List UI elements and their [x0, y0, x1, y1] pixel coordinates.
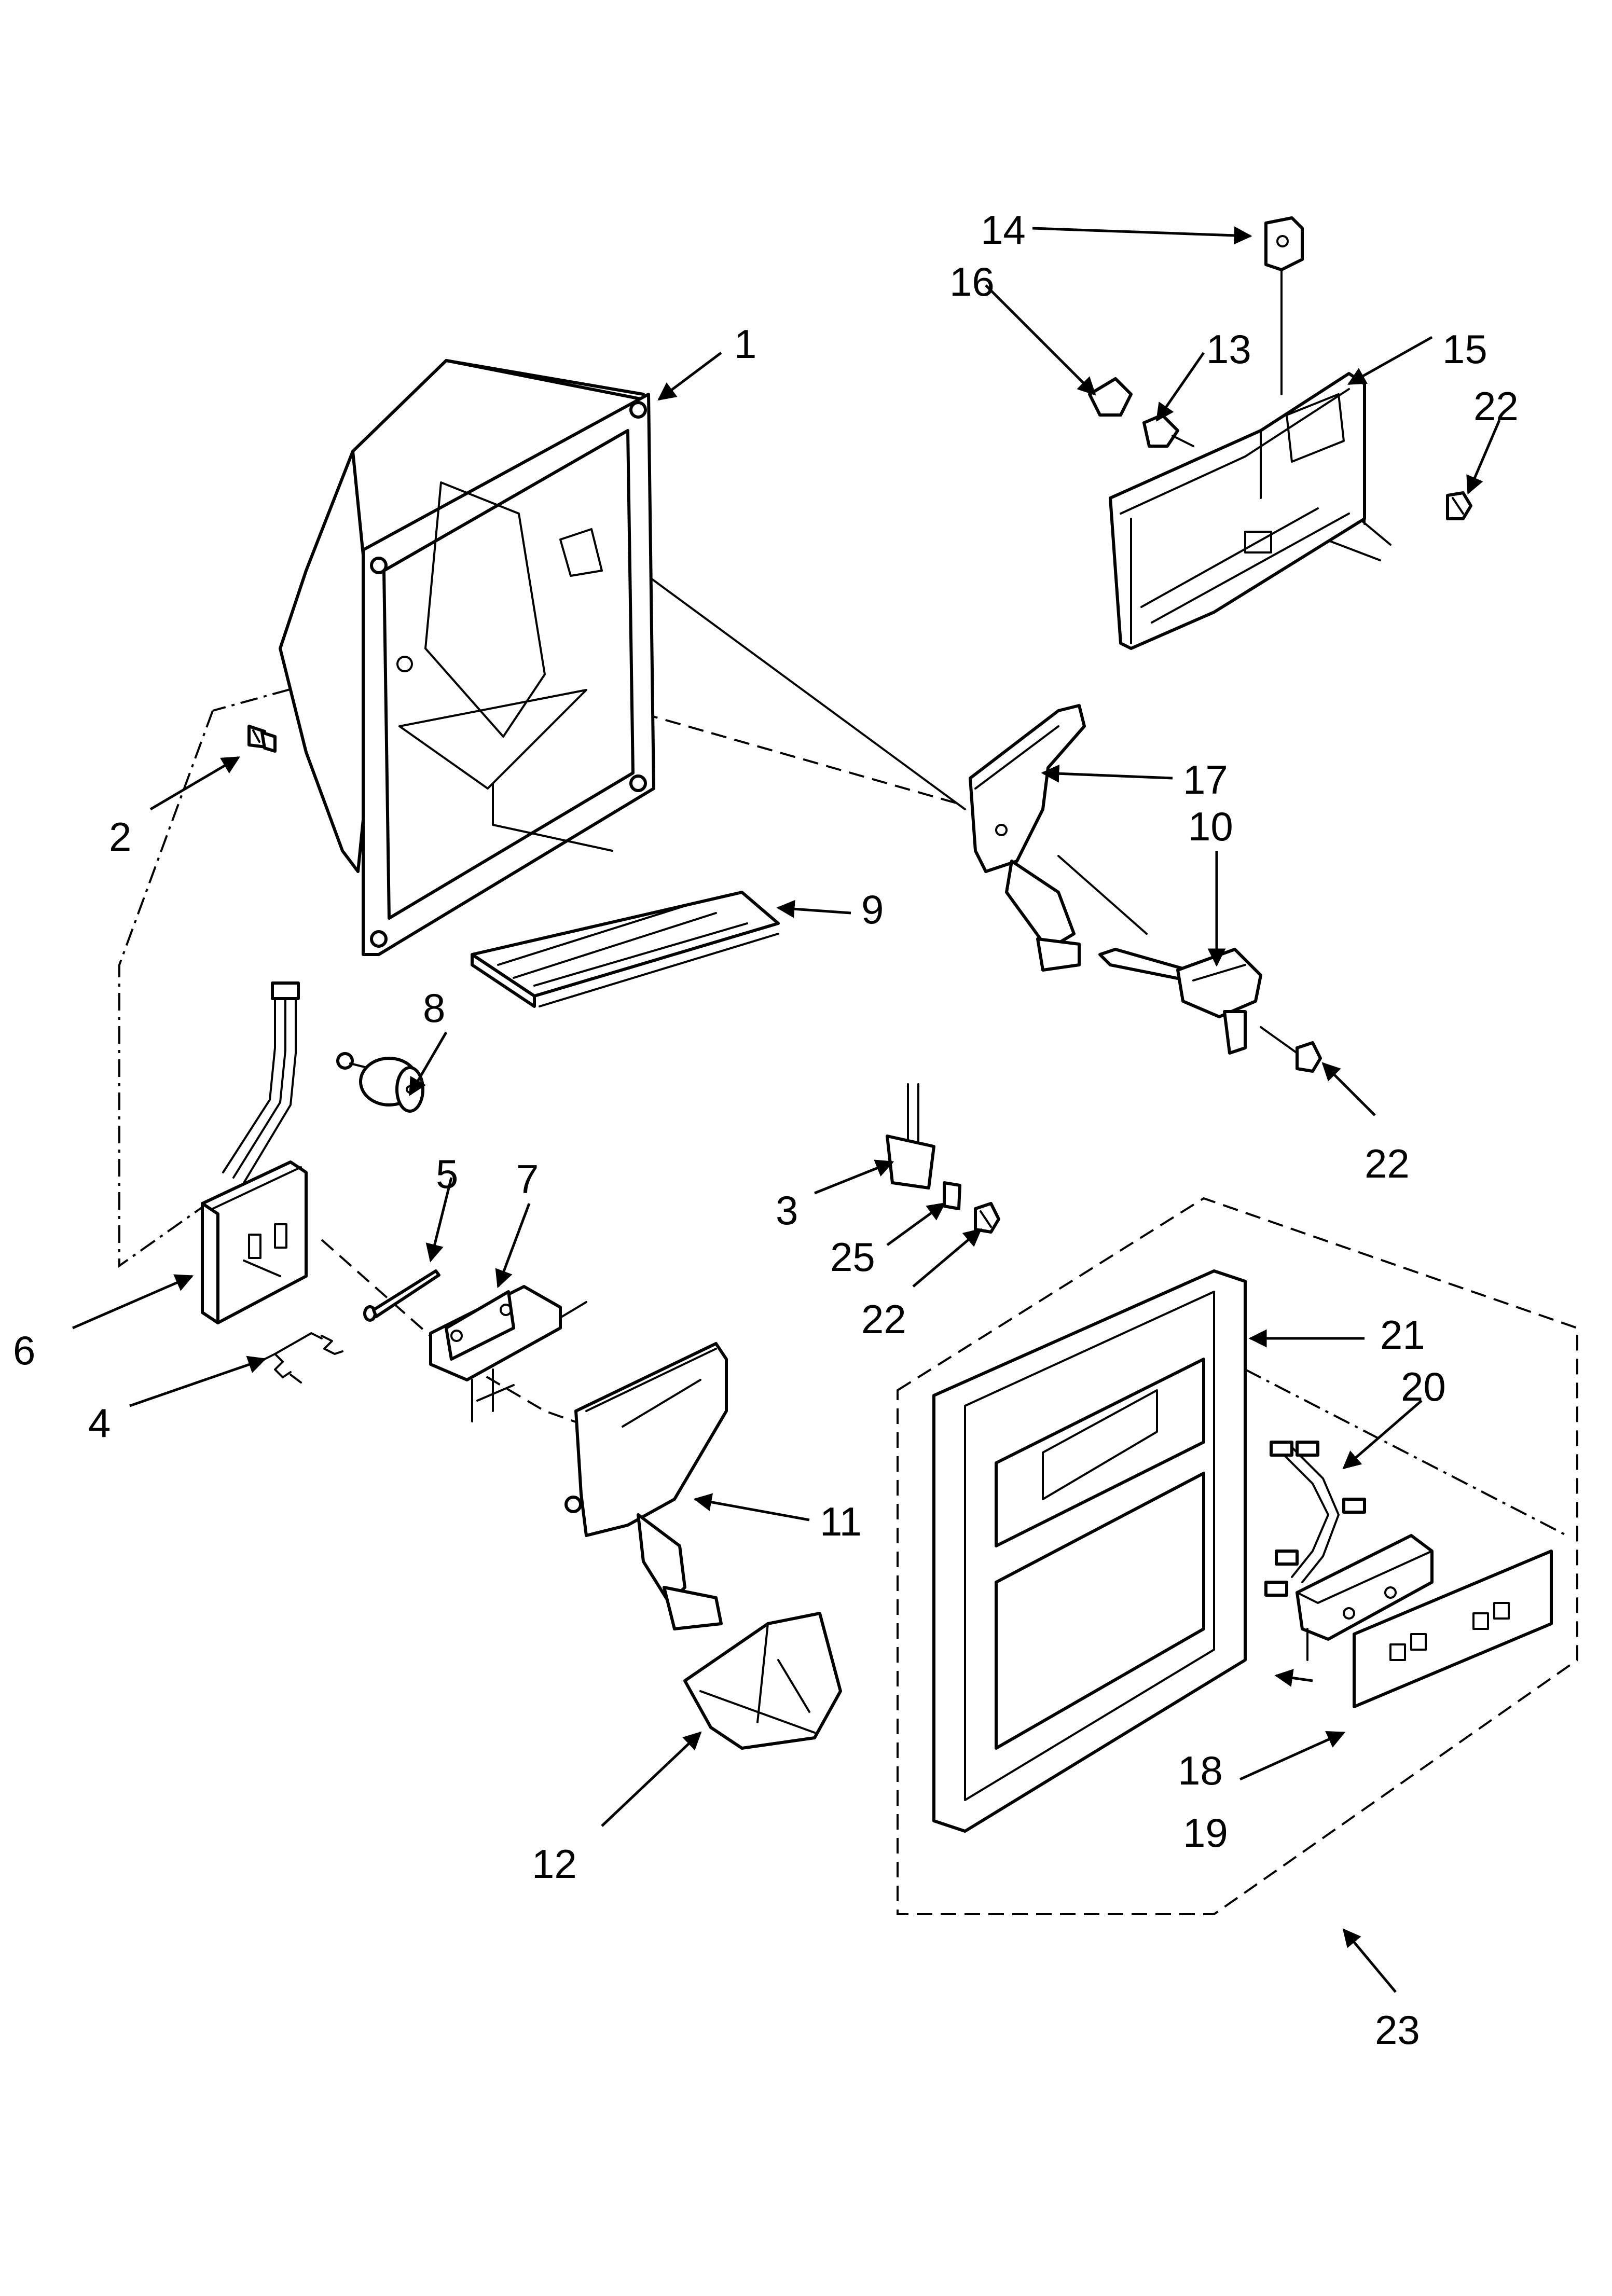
dispenser-trim-panel-part-21: [932, 1269, 1247, 1833]
screw-part-22-top: [1446, 491, 1472, 520]
callout-7: 7: [516, 1156, 539, 1202]
bulb-part-16: [1088, 377, 1133, 417]
screw-part-2: [247, 725, 277, 753]
callout-10: 10: [1188, 804, 1233, 849]
hinge-bracket-part-7: [429, 1285, 587, 1422]
callout-6: 6: [13, 1327, 35, 1373]
door-arm-part-11: [564, 1342, 728, 1630]
callout-20: 20: [1401, 1364, 1446, 1409]
control-board-part-18: [1296, 1534, 1434, 1661]
callout-8: 8: [423, 985, 445, 1031]
clip-part-3: [886, 1083, 935, 1190]
callout-12: 12: [532, 1841, 577, 1887]
socket-part-13: [1142, 413, 1194, 448]
callout-labels: 1 2 3 4 5 6 7 8 9 10 11 12 13 14 15 16 1…: [13, 207, 1519, 2053]
callout-14: 14: [981, 207, 1026, 253]
callout-19: 19: [1183, 1810, 1228, 1856]
callout-22-top: 22: [1473, 383, 1519, 429]
callout-18: 18: [1178, 1748, 1223, 1793]
wire-harness-part-20: [1264, 1441, 1366, 1597]
assembly-23-boundary: [897, 1197, 1578, 1915]
control-overlay-part-19: [1353, 1550, 1553, 1708]
callout-17: 17: [1183, 757, 1228, 803]
callout-13: 13: [1206, 326, 1251, 372]
callout-4: 4: [88, 1400, 111, 1446]
callout-23: 23: [1375, 2007, 1420, 2053]
callout-3: 3: [776, 1187, 798, 1233]
callout-16: 16: [949, 259, 995, 305]
light-housing-part-15: [1109, 372, 1366, 650]
springs-part-4: [264, 1332, 343, 1384]
actuator-lever-part-17: [969, 704, 1086, 972]
ice-chute-housing: [279, 359, 655, 956]
switch-arm-part-10: [1098, 948, 1262, 1055]
solenoid-part-8: [336, 1052, 424, 1113]
callout-2: 2: [109, 814, 131, 860]
rod-part-5: [363, 1269, 440, 1322]
callout-21: 21: [1380, 1312, 1425, 1358]
leader-lines: [72, 226, 1501, 1993]
callout-15: 15: [1442, 326, 1487, 372]
screw-part-22-mid: [1260, 1026, 1322, 1073]
callout-9: 9: [861, 887, 884, 932]
screw-part-22-lower: [974, 1202, 1000, 1234]
chute-cup-part-12: [683, 1612, 842, 1750]
callout-1: 1: [734, 321, 756, 367]
clip-part-25: [943, 1181, 961, 1210]
switch-block-part-6: [201, 981, 308, 1324]
callout-22-mid: 22: [1365, 1141, 1410, 1186]
dispenser-flap: [471, 891, 780, 1008]
callout-22-lower: 22: [861, 1296, 906, 1342]
callout-5: 5: [436, 1151, 458, 1197]
callout-25: 25: [830, 1234, 875, 1280]
callout-11: 11: [820, 1499, 862, 1544]
connector-part-14: [1264, 216, 1304, 395]
